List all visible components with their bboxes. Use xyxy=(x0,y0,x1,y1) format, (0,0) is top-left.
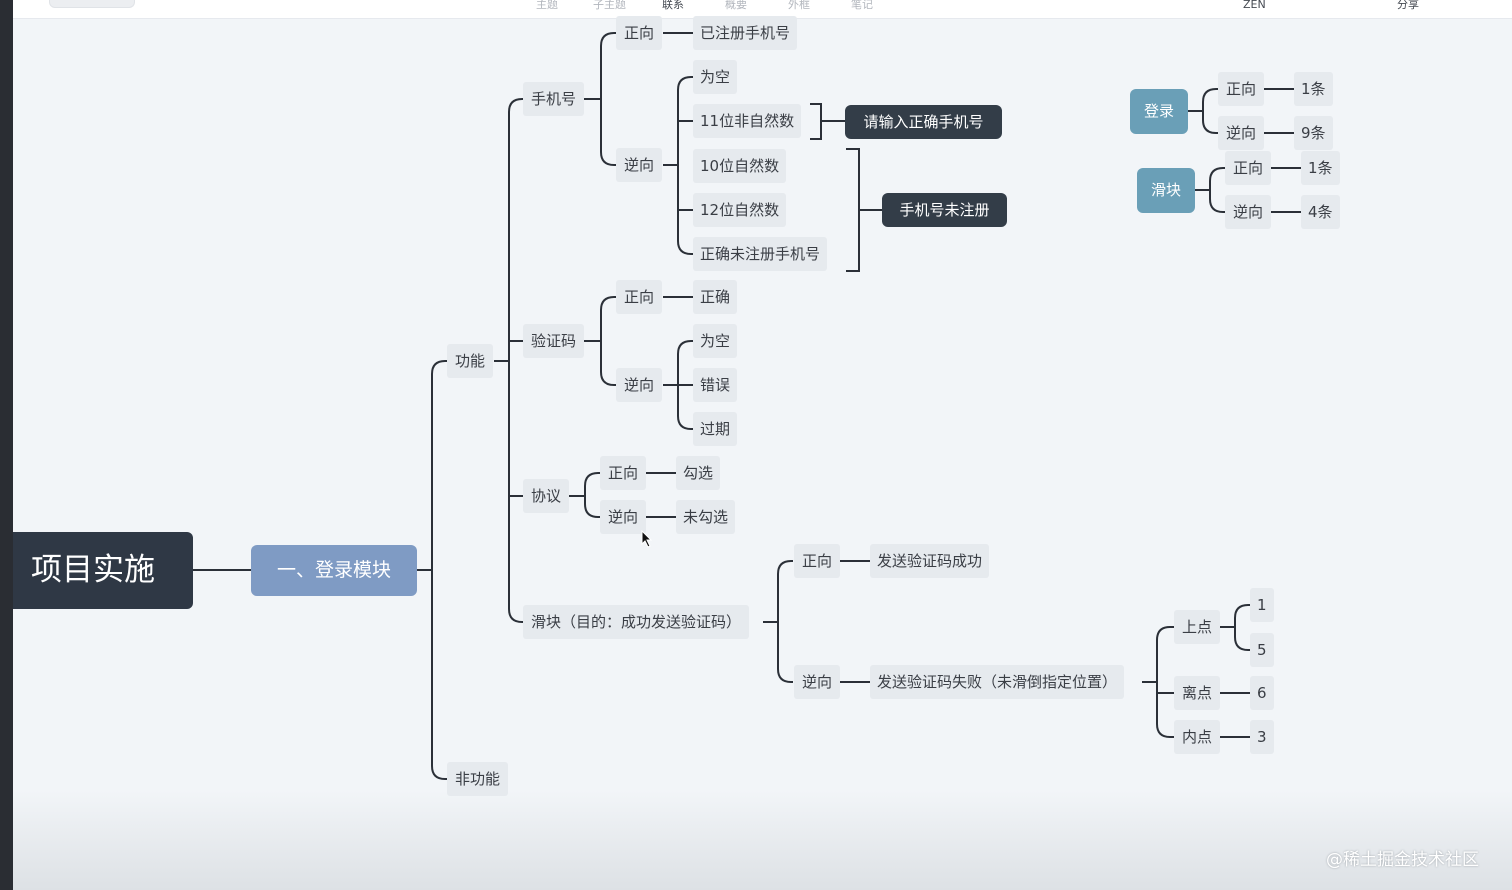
summary-slider-negative[interactable]: 逆向 xyxy=(1225,195,1272,229)
main-topic-login-module[interactable]: 一、登录模块 xyxy=(251,545,417,596)
watermark: @稀土掘金技术社区 xyxy=(1326,850,1479,870)
summary-message-invalid-phone[interactable]: 请输入正确手机号 xyxy=(845,105,1002,139)
topic-non-functional[interactable]: 非功能 xyxy=(447,762,509,796)
summary-slider-positive[interactable]: 正向 xyxy=(1225,151,1272,185)
canvas-bottom-shade xyxy=(13,790,1512,890)
slider-on-point-value-2[interactable]: 5 xyxy=(1250,633,1274,667)
toolbar-left-button[interactable] xyxy=(49,0,135,8)
code-negative[interactable]: 逆向 xyxy=(616,368,663,402)
topic-slider[interactable]: 滑块（目的：成功发送验证码） xyxy=(523,605,750,639)
phone-negative-leaf-empty[interactable]: 为空 xyxy=(693,60,738,94)
code-positive-leaf[interactable]: 正确 xyxy=(693,280,738,314)
slider-in-point-value[interactable]: 3 xyxy=(1250,720,1274,754)
slider-negative-leaf[interactable]: 发送验证码失败（未滑倒指定位置） xyxy=(870,665,1125,699)
toolbar-topic-button[interactable]: 主题 xyxy=(536,0,558,11)
slider-negative[interactable]: 逆向 xyxy=(794,665,841,699)
code-negative-leaf-wrong[interactable]: 错误 xyxy=(693,368,738,402)
summary-slider[interactable]: 滑块 xyxy=(1137,168,1195,213)
phone-positive[interactable]: 正向 xyxy=(616,16,663,50)
toolbar-notes-button[interactable]: 笔记 xyxy=(851,0,873,11)
agree-positive[interactable]: 正向 xyxy=(600,456,647,490)
summary-slider-negative-count[interactable]: 4条 xyxy=(1301,195,1340,229)
slider-on-point[interactable]: 上点 xyxy=(1174,610,1221,644)
slider-off-point-value[interactable]: 6 xyxy=(1250,676,1274,710)
toolbar-share-button[interactable]: 分享 xyxy=(1397,0,1419,11)
agree-negative-leaf[interactable]: 未勾选 xyxy=(676,500,736,534)
phone-negative-leaf-12-digit[interactable]: 12位自然数 xyxy=(693,193,787,227)
toolbar-summary-button[interactable]: 概要 xyxy=(725,0,747,11)
window-edge xyxy=(0,0,13,890)
summary-login[interactable]: 登录 xyxy=(1130,89,1188,134)
summary-slider-positive-count[interactable]: 1条 xyxy=(1301,151,1340,185)
slider-positive-leaf[interactable]: 发送验证码成功 xyxy=(870,544,990,578)
slider-positive[interactable]: 正向 xyxy=(794,544,841,578)
phone-negative[interactable]: 逆向 xyxy=(616,148,663,182)
code-positive[interactable]: 正向 xyxy=(616,280,663,314)
toolbar-relation-button[interactable]: 联系 xyxy=(662,0,684,11)
slider-off-point[interactable]: 离点 xyxy=(1174,676,1221,710)
summary-login-negative[interactable]: 逆向 xyxy=(1218,116,1265,150)
phone-negative-leaf-11-non-natural[interactable]: 11位非自然数 xyxy=(693,104,802,138)
toolbar-subtopic-button[interactable]: 子主题 xyxy=(593,0,626,11)
topic-phone-number[interactable]: 手机号 xyxy=(523,82,585,116)
phone-positive-leaf[interactable]: 已注册手机号 xyxy=(693,16,798,50)
agree-positive-leaf[interactable]: 勾选 xyxy=(676,456,721,490)
phone-negative-leaf-unregistered[interactable]: 正确未注册手机号 xyxy=(693,237,828,271)
topic-functional[interactable]: 功能 xyxy=(447,344,494,378)
summary-login-positive-count[interactable]: 1条 xyxy=(1294,72,1333,106)
summary-login-negative-count[interactable]: 9条 xyxy=(1294,116,1333,150)
phone-negative-leaf-10-digit[interactable]: 10位自然数 xyxy=(693,149,787,183)
mouse-cursor-icon xyxy=(641,530,653,548)
root-topic[interactable]: 项目实施 xyxy=(13,532,193,609)
toolbar-zen-button[interactable]: ZEN xyxy=(1243,0,1266,11)
toolbar-boundary-button[interactable]: 外框 xyxy=(788,0,810,11)
agree-negative[interactable]: 逆向 xyxy=(600,500,647,534)
topic-agreement[interactable]: 协议 xyxy=(523,479,570,513)
summary-message-phone-unregistered[interactable]: 手机号未注册 xyxy=(882,193,1007,227)
summary-login-positive[interactable]: 正向 xyxy=(1218,72,1265,106)
slider-on-point-value-1[interactable]: 1 xyxy=(1250,588,1274,622)
slider-in-point[interactable]: 内点 xyxy=(1174,720,1221,754)
topic-verification-code[interactable]: 验证码 xyxy=(523,324,585,358)
code-negative-leaf-expired[interactable]: 过期 xyxy=(693,412,738,446)
code-negative-leaf-empty[interactable]: 为空 xyxy=(693,324,738,358)
